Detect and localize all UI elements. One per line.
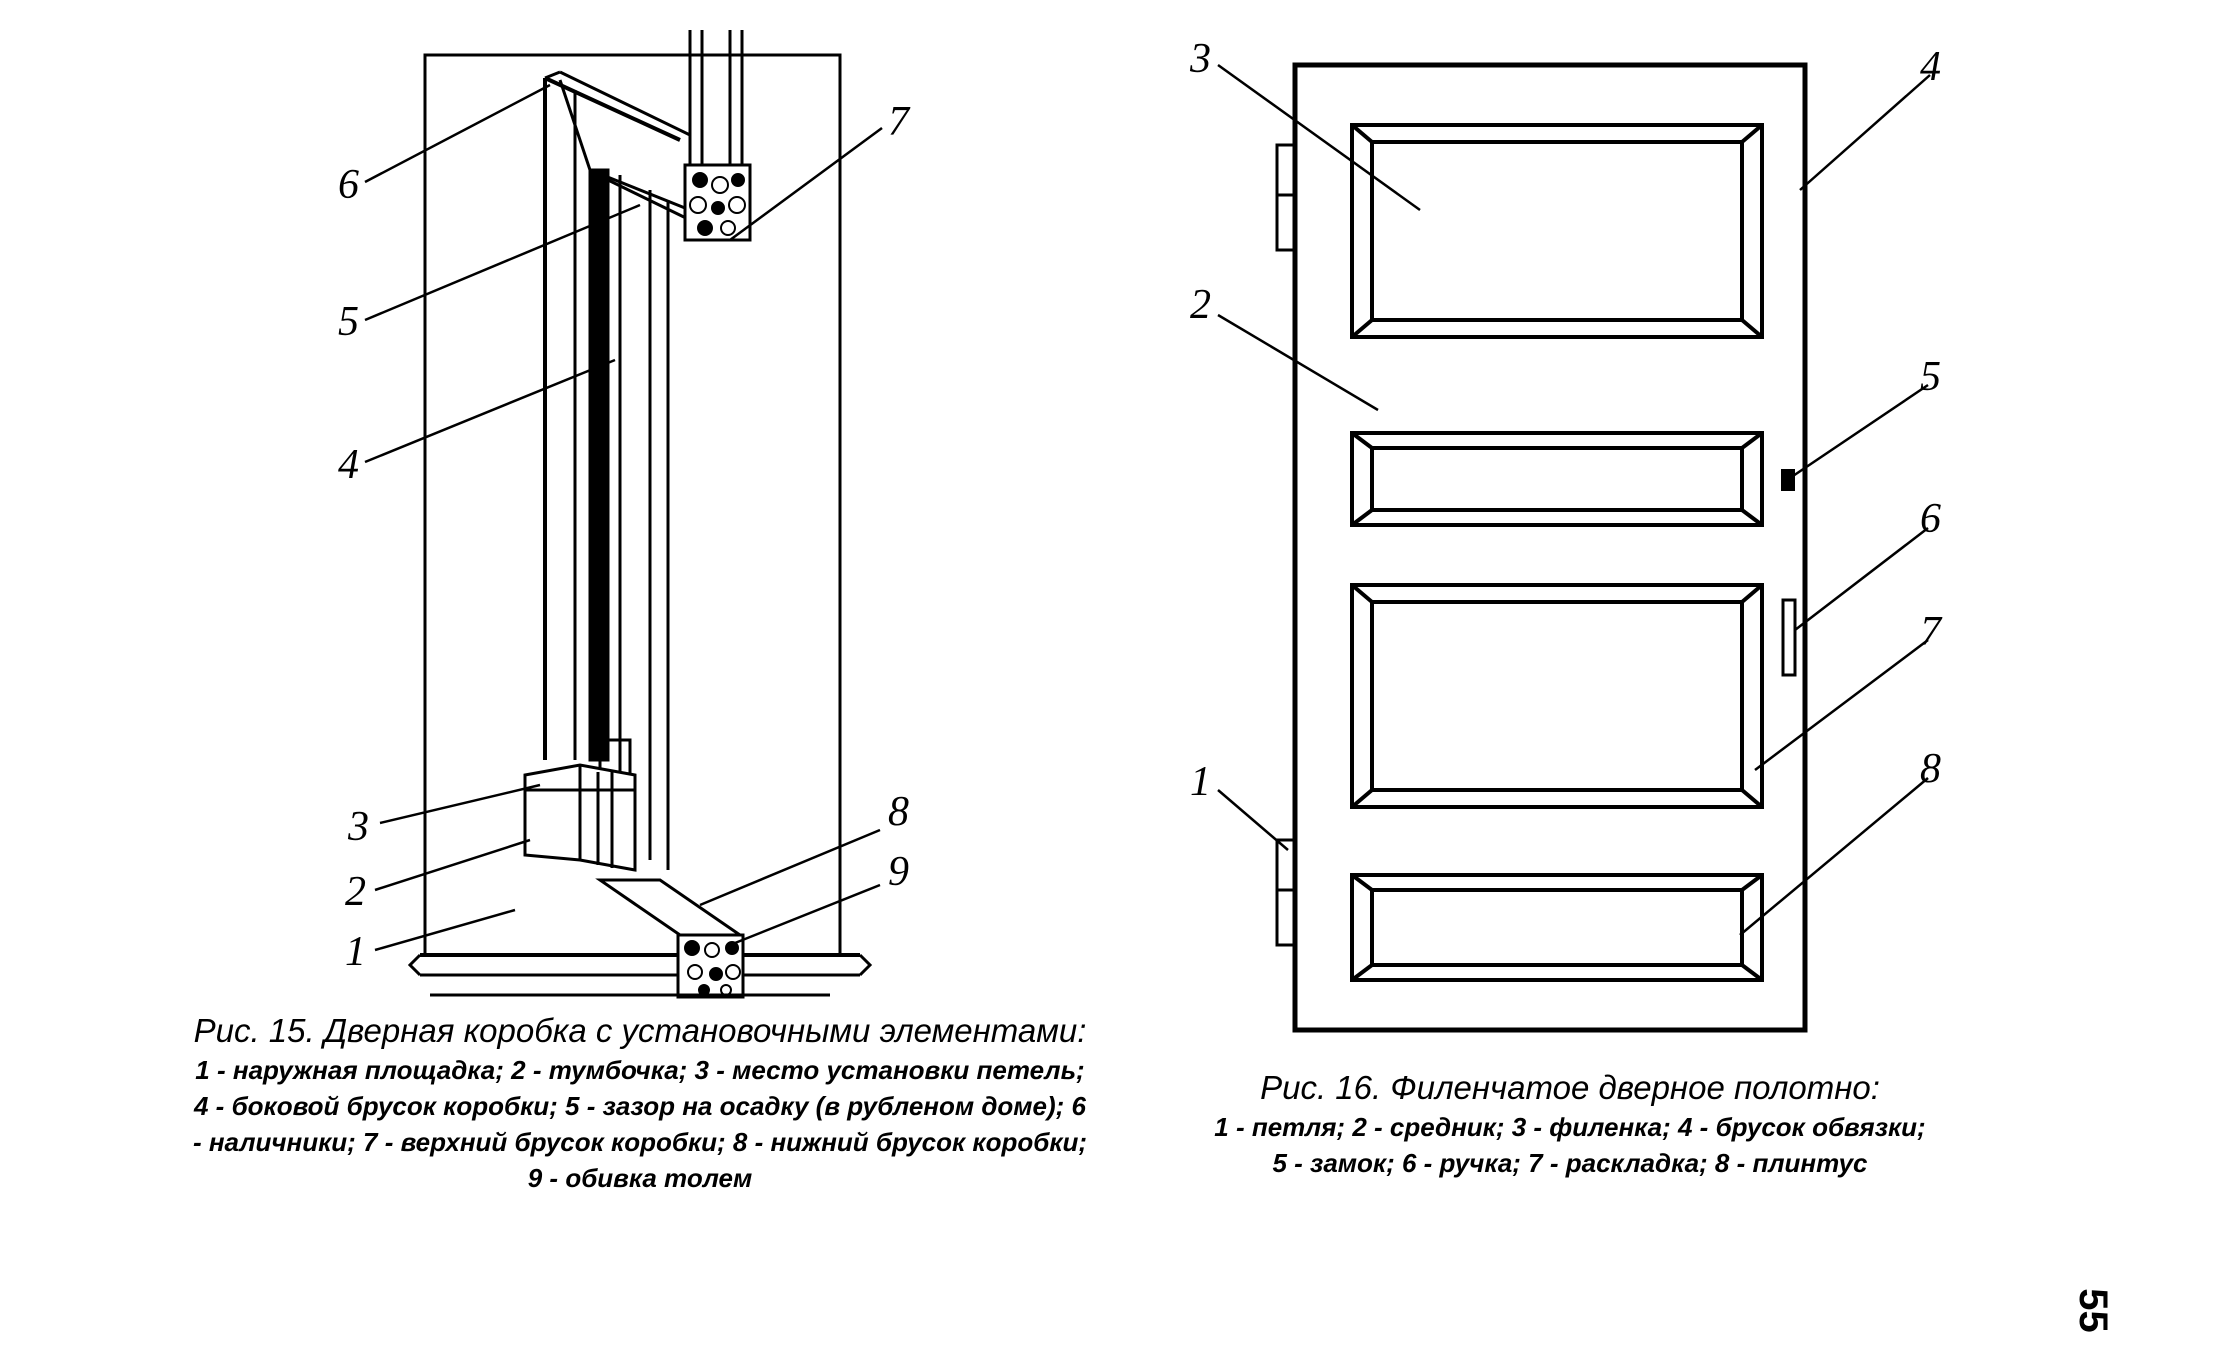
callout-4: 4 bbox=[338, 442, 359, 488]
callout-1: 1 bbox=[1190, 759, 1211, 805]
panel-2 bbox=[1350, 431, 1764, 527]
architrave-miter bbox=[558, 79, 592, 171]
callout-3: 3 bbox=[347, 804, 369, 850]
panel-3 bbox=[1350, 583, 1764, 809]
architrave-top-edge bbox=[559, 70, 691, 137]
callout-5: 5 bbox=[1920, 354, 1941, 400]
fig15-leaders bbox=[364, 83, 883, 952]
callout-7: 7 bbox=[1920, 609, 1943, 655]
figure-15-title: Рис. 15. Дверная коробка с установочными… bbox=[193, 1012, 1087, 1049]
callout-6: 6 bbox=[338, 162, 359, 208]
figure-15-caption: Рис. 15. Дверная коробка с установочными… bbox=[190, 1010, 1090, 1196]
architrave-corner bbox=[544, 70, 561, 80]
callout-9: 9 bbox=[888, 849, 909, 895]
door-frame-figure bbox=[407, 30, 873, 999]
callout-5: 5 bbox=[338, 299, 359, 345]
floor-break bbox=[407, 953, 422, 977]
page-number: 55 bbox=[2070, 1288, 2115, 1333]
callout-2: 2 bbox=[345, 869, 366, 915]
head-bottom bbox=[589, 168, 691, 212]
architrave-top bbox=[544, 76, 681, 142]
lock bbox=[1781, 469, 1795, 491]
head-bottom bbox=[607, 178, 691, 222]
figure-16-legend-line1: 1 - петля; 2 - средник; 3 - филенка; 4 -… bbox=[1214, 1112, 1926, 1142]
threshold bbox=[595, 878, 745, 937]
figure-16-caption: Рис. 16. Филенчатое дверное полотно: 1 -… bbox=[1110, 1067, 2030, 1181]
callout-4: 4 bbox=[1920, 44, 1941, 90]
callout-3: 3 bbox=[1189, 36, 1211, 82]
panel-door-figure bbox=[1275, 62, 1808, 1033]
floor-break bbox=[858, 953, 873, 977]
figure-16-legend-line2: 5 - замок; 6 - ручка; 7 - раскладка; 8 -… bbox=[1272, 1148, 1868, 1178]
callout-8: 8 bbox=[888, 789, 909, 835]
handle bbox=[1781, 598, 1797, 677]
figure-16-title: Рис. 16. Филенчатое дверное полотно: bbox=[1260, 1069, 1880, 1106]
callout-6: 6 bbox=[1920, 496, 1941, 542]
callout-7: 7 bbox=[888, 99, 911, 145]
callout-2: 2 bbox=[1190, 282, 1211, 328]
jamb-gap bbox=[588, 168, 610, 762]
panel-1 bbox=[1350, 123, 1764, 339]
door-leaf bbox=[1292, 62, 1808, 1033]
hinge-top bbox=[1275, 143, 1297, 252]
fig15-callouts: 6 5 4 7 3 2 1 8 9 bbox=[338, 99, 911, 975]
callout-1: 1 bbox=[345, 929, 366, 975]
fig16-leaders bbox=[1217, 63, 1931, 936]
figure-15-legend: 1 - наружная площадка; 2 - тумбочка; 3 -… bbox=[192, 1055, 1088, 1193]
fig16-callouts: 3 2 4 5 6 7 1 8 bbox=[1189, 36, 1943, 805]
hinge-bottom bbox=[1275, 838, 1297, 947]
panel-4 bbox=[1350, 873, 1764, 982]
callout-8: 8 bbox=[1920, 746, 1941, 792]
